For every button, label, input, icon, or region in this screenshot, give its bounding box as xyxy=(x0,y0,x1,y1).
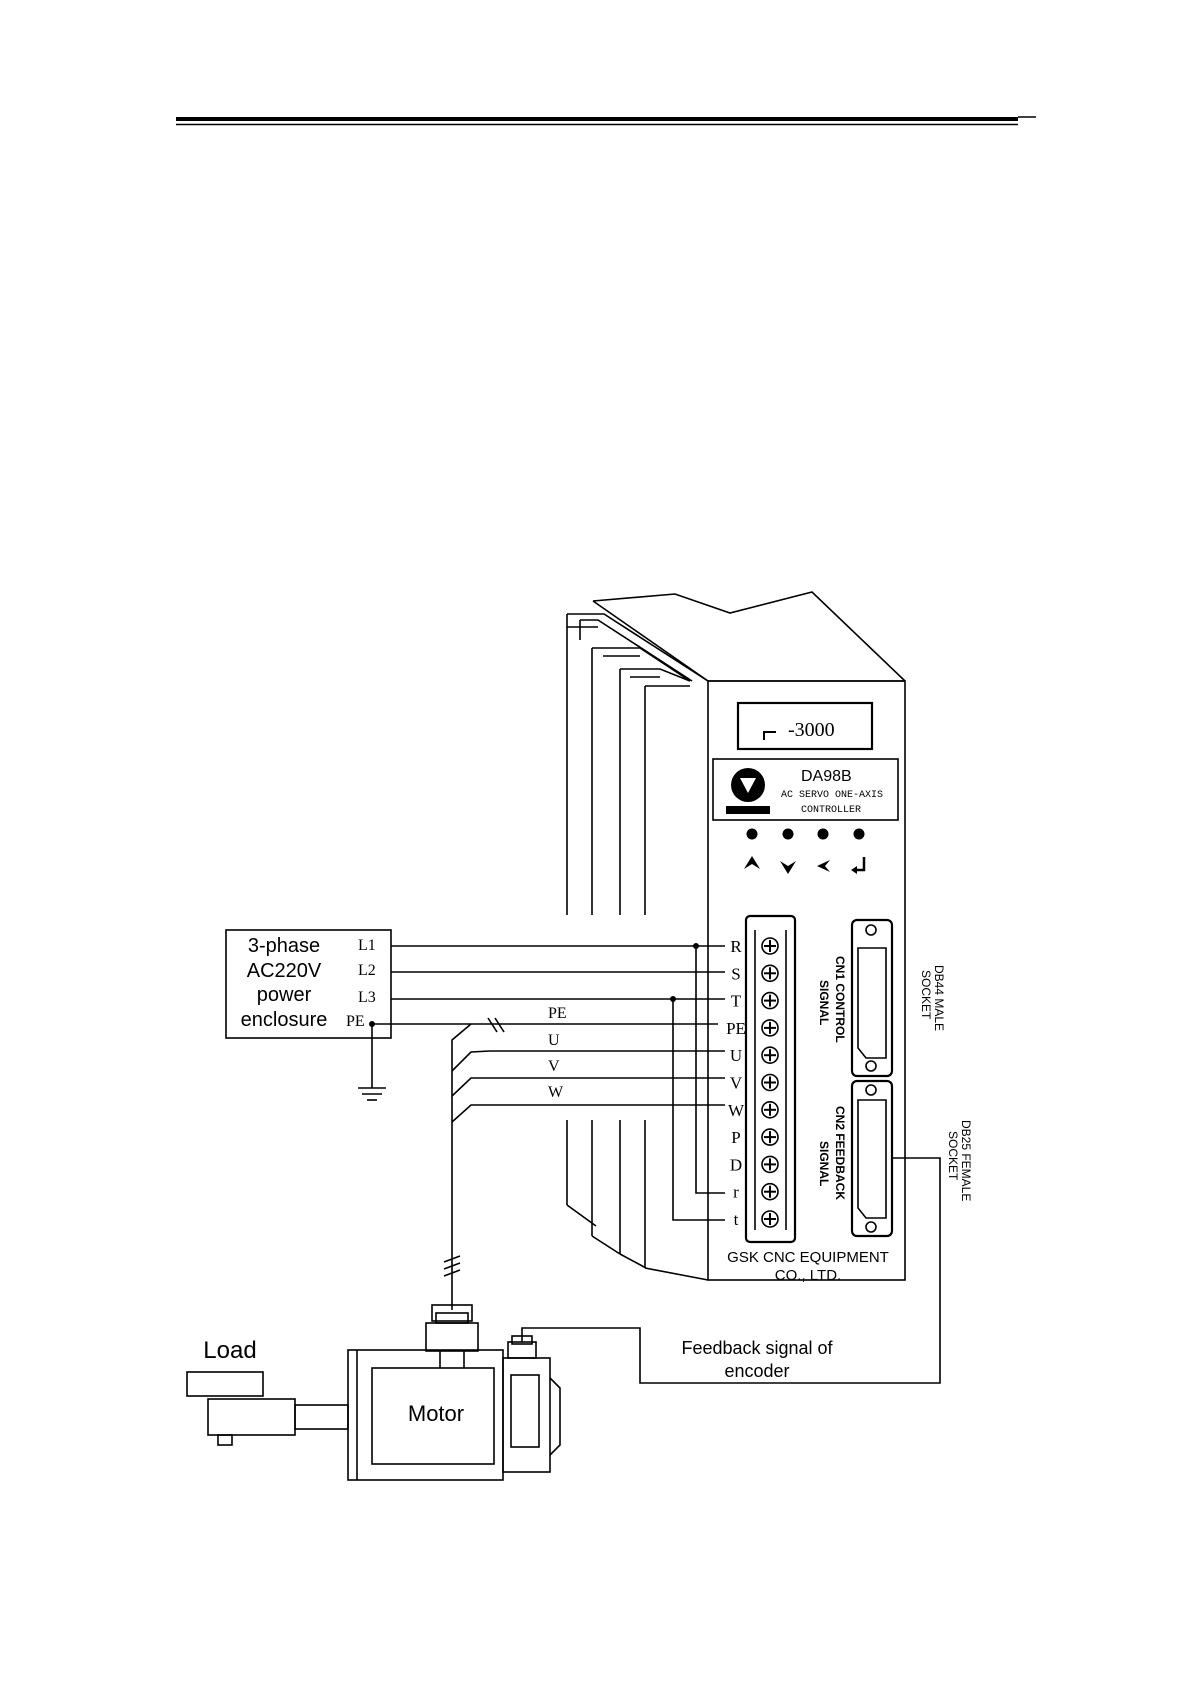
terminal-screw-icon xyxy=(762,1075,778,1091)
maker-line-2: CO., LTD. xyxy=(775,1267,841,1284)
terminal-screw-icon xyxy=(762,1156,778,1172)
cn2-label-1: CN2 FEEDBACK xyxy=(833,1106,847,1200)
cn1-socket-label-2: SOCKET xyxy=(919,970,933,1020)
display-readout: -3000 xyxy=(788,719,835,741)
psu-terminal-pe: PE xyxy=(346,1013,365,1030)
drive-terminal-p: P xyxy=(731,1128,740,1147)
load-label: Load xyxy=(203,1337,256,1364)
cn2-socket-label-2: SOCKET xyxy=(946,1131,960,1181)
gsk-logo-icon xyxy=(726,768,770,814)
cn2-connector: CN2 FEEDBACK SIGNAL xyxy=(817,1081,892,1236)
up-arrow-icon xyxy=(744,856,760,869)
feedback-cable: Feedback signal of encoder xyxy=(522,1158,940,1383)
power-supply-box: 3-phase AC220V power enclosure L1 L2 L3 … xyxy=(226,930,391,1038)
down-arrow-icon xyxy=(780,861,796,874)
drive-terminal-r: R xyxy=(730,937,742,956)
cn1-label-2: SIGNAL xyxy=(817,980,831,1025)
cn2-label-2: SIGNAL xyxy=(817,1141,831,1186)
motor-cable: PE U V W xyxy=(392,1005,725,1310)
cable-label-pe: PE xyxy=(548,1005,567,1022)
drive-terminal-d: D xyxy=(730,1155,742,1174)
feedback-label-2: encoder xyxy=(724,1361,789,1381)
terminal-screw-icon xyxy=(762,965,778,981)
psu-label-4: enclosure xyxy=(241,1009,328,1031)
drive-subtitle-1: AC SERVO ONE-AXIS xyxy=(781,790,883,801)
drive-terminal-r: r xyxy=(733,1183,739,1202)
drive-model: DA98B xyxy=(801,768,852,785)
drive-terminal-t: t xyxy=(734,1210,739,1229)
cn1-label-1: CN1 CONTROL xyxy=(833,956,847,1043)
drive-terminal-w: W xyxy=(728,1101,745,1120)
power-wires xyxy=(369,943,725,1220)
motor: Motor Load xyxy=(187,1305,560,1480)
cn2-socket-label-1: DB25 FEMALE xyxy=(959,1120,973,1201)
terminal-screw-icon xyxy=(762,938,778,954)
drive-terminal-u: U xyxy=(730,1046,742,1065)
terminal-screw-icon xyxy=(762,1047,778,1063)
maker-line-1: GSK CNC EQUIPMENT xyxy=(727,1249,889,1266)
cable-label-w: W xyxy=(548,1084,564,1101)
psu-terminal-l2: L2 xyxy=(358,962,376,979)
cable-label-u: U xyxy=(548,1032,560,1049)
terminal-screw-icon xyxy=(762,1129,778,1145)
psu-label-1: 3-phase xyxy=(248,935,320,957)
ground-icon xyxy=(358,1024,386,1100)
terminal-screw-icon xyxy=(762,993,778,1009)
psu-label-2: AC220V xyxy=(247,960,322,982)
psu-label-3: power xyxy=(257,984,312,1006)
terminal-block xyxy=(746,916,795,1242)
drive-keypad xyxy=(744,829,865,875)
cn1-connector: CN1 CONTROL SIGNAL xyxy=(817,920,892,1076)
drive-terminal-s: S xyxy=(731,964,740,983)
drive-terminal-t: T xyxy=(731,992,742,1011)
terminal-screw-icon xyxy=(762,1184,778,1200)
terminal-screw-icon xyxy=(762,1102,778,1118)
psu-terminal-l1: L1 xyxy=(358,937,376,954)
drive-heatsink xyxy=(567,592,905,1280)
drive-terminal-v: V xyxy=(730,1074,743,1093)
motor-label: Motor xyxy=(408,1401,464,1426)
psu-terminal-l3: L3 xyxy=(358,989,376,1006)
cn1-socket-label-1: DB44 MALE xyxy=(932,965,946,1031)
header-rule xyxy=(176,117,1036,125)
drive-terminal-pe: PE xyxy=(726,1019,746,1038)
drive-nameplate: DA98B AC SERVO ONE-AXIS CONTROLLER xyxy=(713,759,898,820)
feedback-label-1: Feedback signal of xyxy=(681,1338,833,1358)
drive-subtitle-2: CONTROLLER xyxy=(801,805,861,816)
cable-label-v: V xyxy=(548,1058,560,1075)
terminal-screw-icon xyxy=(762,1020,778,1036)
drive-display: -3000 xyxy=(738,703,872,749)
left-arrow-icon xyxy=(817,860,830,872)
terminal-screw-icon xyxy=(762,1211,778,1227)
